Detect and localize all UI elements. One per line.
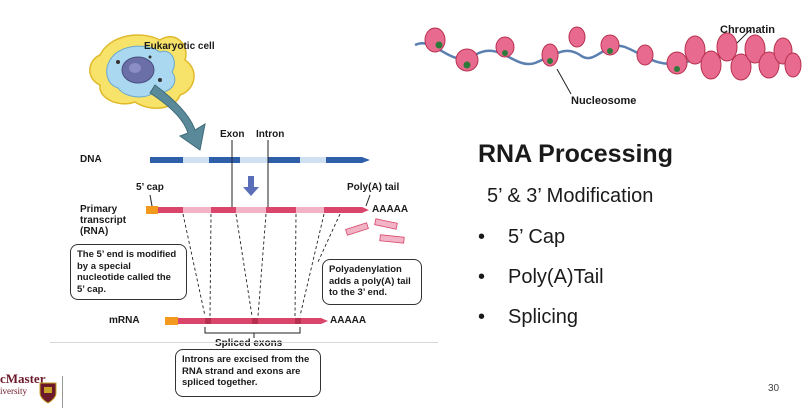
logo-divider — [62, 376, 63, 408]
logo-line-1: cMaster — [0, 371, 46, 386]
bullet-dot-icon: • — [478, 226, 486, 248]
bullet-item: • 5’ Cap — [478, 226, 565, 249]
slide-subtitle: 5’ & 3’ Modification — [487, 185, 654, 207]
splicing-guide-lines — [182, 213, 341, 317]
eukaryotic-cell-label: Eukaryotic cell — [144, 41, 215, 52]
bullet-item: • Splicing — [478, 306, 578, 329]
page-number: 30 — [768, 383, 780, 394]
figure-divider — [50, 342, 438, 343]
five-prime-cap-label: 5’ cap — [136, 182, 164, 193]
bullet-text: Splicing — [508, 306, 579, 328]
rna-processing-figure — [89, 34, 405, 338]
logo-line-2: iversity — [0, 386, 27, 396]
chromatin-fiber — [414, 26, 802, 81]
primary-poly-a-sequence: AAAAA — [372, 204, 409, 215]
chromatin-label: Chromatin — [720, 24, 775, 36]
mrna-poly-a-sequence: AAAAA — [330, 315, 367, 326]
primary-label-line-2: transcript — [80, 215, 127, 226]
mrna-label: mRNA — [109, 315, 140, 326]
five-prime-cap-callout: The 5’ end is modified by a special nucl… — [70, 244, 187, 300]
intron-label: Intron — [256, 129, 285, 140]
bullet-dot-icon: • — [478, 266, 486, 288]
primary-transcript — [146, 206, 369, 214]
primary-transcript-label: Primary transcript (RNA) — [80, 204, 126, 237]
splicing-callout: Introns are excised from the RNA strand … — [175, 349, 321, 397]
exon-label: Exon — [220, 129, 245, 140]
bullet-item: • Poly(A)Tail — [478, 266, 604, 289]
bullet-text: Poly(A)Tail — [508, 266, 604, 288]
university-logo: cMaster iversity — [0, 371, 46, 397]
eukaryotic-cell-illustration — [89, 34, 195, 109]
spliced-exons-label: Spliced exons — [215, 338, 283, 349]
transcription-arrow-icon — [243, 176, 259, 196]
primary-label-line-3: (RNA) — [80, 226, 109, 237]
zoom-arrow-icon — [149, 84, 206, 151]
poly-a-tail-label: Poly(A) tail — [347, 182, 400, 193]
polyadenylation-callout: Polyadenylation adds a poly(A) tail to t… — [322, 259, 422, 305]
chromatin-illustration — [414, 26, 802, 95]
nucleosome-label: Nucleosome — [571, 95, 637, 107]
dna-label: DNA — [80, 154, 102, 165]
crest-icon — [39, 382, 57, 404]
mrna-strand — [165, 317, 328, 325]
slide-title: RNA Processing — [478, 140, 673, 168]
excised-introns — [345, 218, 405, 244]
primary-label-line-1: Primary — [80, 204, 118, 215]
bullet-dot-icon: • — [478, 306, 486, 328]
bullet-text: 5’ Cap — [508, 226, 566, 248]
dna-strand — [150, 157, 370, 163]
